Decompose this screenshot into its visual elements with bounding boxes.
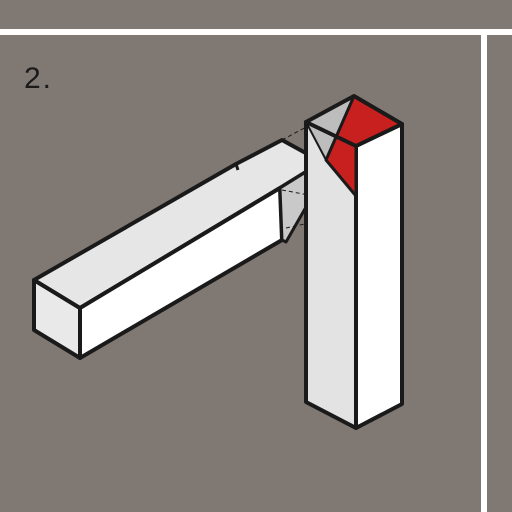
- vertical-post: [304, 94, 404, 430]
- post-top-outline: [304, 94, 404, 148]
- step-number-label: 2.: [24, 62, 54, 95]
- post-right-face: [354, 122, 404, 430]
- post-cut-edge: [325, 95, 355, 161]
- beam-top-notch: [234, 163, 240, 171]
- horizontal-beam: [32, 138, 332, 360]
